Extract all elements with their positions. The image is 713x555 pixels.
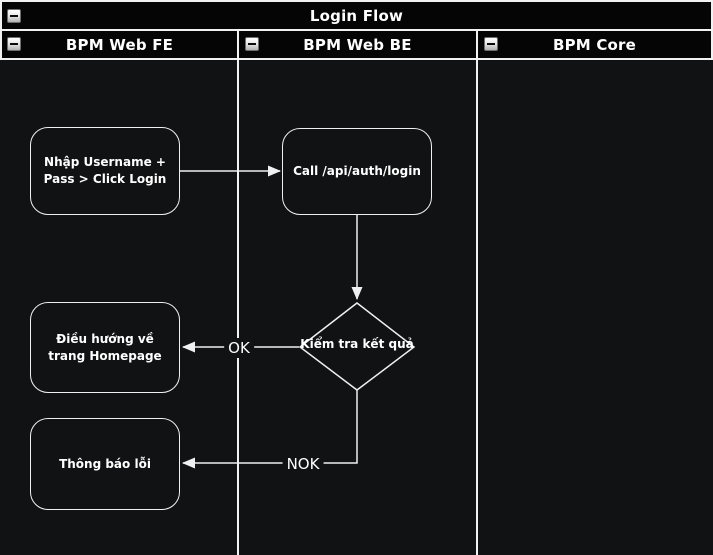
node-label: Thông báo lỗi	[59, 456, 151, 471]
node-label: Điều hướng về trang Homepage	[48, 331, 162, 363]
minus-icon	[10, 15, 18, 17]
edge-label-nok[interactable]: NOK	[282, 454, 324, 474]
lane-be-collapse-icon[interactable]	[245, 37, 259, 51]
lane-label: BPM Web FE	[65, 35, 174, 54]
node-call-login-api[interactable]: Call /api/auth/login	[282, 128, 432, 215]
minus-icon	[487, 43, 495, 45]
decision-diamond[interactable]	[298, 302, 416, 391]
node-redirect-homepage[interactable]: Điều hướng về trang Homepage	[30, 302, 180, 393]
title-separator	[0, 29, 713, 31]
lane-header-bpm-core[interactable]: BPM Core	[478, 31, 711, 58]
edge-label-ok[interactable]: OK	[224, 338, 254, 358]
decision-label[interactable]: Kiểm tra kết quả	[300, 337, 414, 351]
frame-top-border	[0, 0, 713, 2]
node-label: Nhập Username + Pass > Click Login	[43, 155, 167, 186]
minus-icon	[10, 43, 18, 45]
node-input-credentials[interactable]: Nhập Username + Pass > Click Login	[30, 127, 180, 215]
lane-separator	[237, 31, 239, 555]
header-separator	[0, 58, 713, 60]
pool-collapse-icon[interactable]	[7, 9, 21, 23]
lane-separator	[476, 31, 478, 555]
node-label: Call /api/auth/login	[293, 164, 421, 179]
lane-core-collapse-icon[interactable]	[484, 37, 498, 51]
lane-label: BPM Core	[552, 35, 637, 54]
lane-header-bpm-web-be[interactable]: BPM Web BE	[239, 31, 476, 58]
minus-icon	[248, 43, 256, 45]
edge-decision-to-error[interactable]	[182, 390, 358, 469]
lane-label: BPM Web BE	[303, 35, 412, 54]
pool-title-bar[interactable]: Login Flow	[2, 2, 711, 29]
lane-header-bpm-web-fe[interactable]: BPM Web FE	[2, 31, 237, 58]
lane-fe-collapse-icon[interactable]	[7, 37, 21, 51]
pool-title: Login Flow	[309, 6, 404, 25]
node-error-message[interactable]: Thông báo lỗi	[30, 418, 180, 510]
